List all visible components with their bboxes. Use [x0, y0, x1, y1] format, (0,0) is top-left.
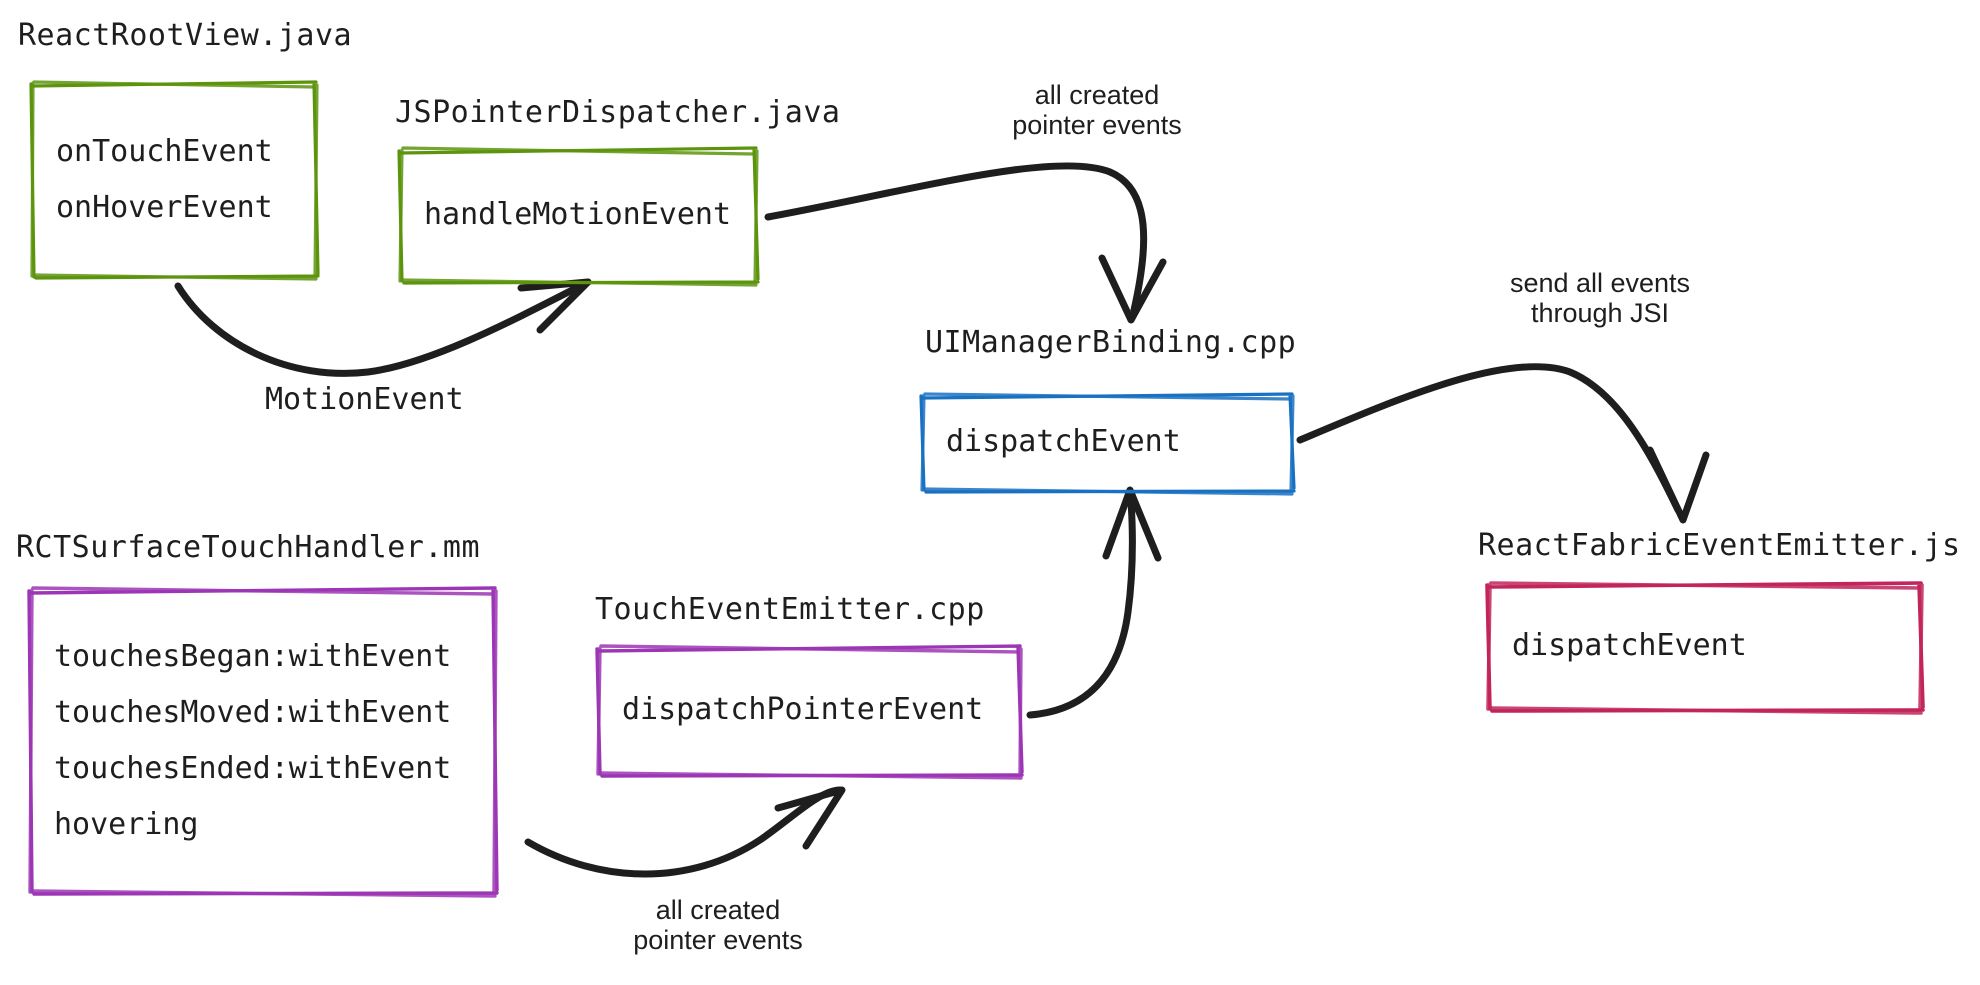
arrow-emitter-to-binding — [1026, 486, 1162, 719]
file-label-react-fabric-event-emitter: ReactFabricEventEmitter.js — [1478, 528, 1961, 563]
node-line: dispatchEvent — [946, 424, 1181, 459]
node-line: handleMotionEvent — [424, 196, 732, 232]
node-line: dispatchEvent — [1512, 628, 1747, 663]
file-label-rct-surface-touch-handler: RCTSurfaceTouchHandler.mm — [16, 530, 481, 565]
file-label-js-pointer-dispatcher: JSPointerDispatcher.java — [395, 95, 841, 130]
edge-label-android-pointer-events: all created pointer events — [1012, 80, 1182, 141]
node-touch-event-emitter[interactable]: dispatchPointerEvent — [595, 644, 1024, 780]
node-js-pointer-dispatcher-body: handleMotionEvent — [398, 147, 760, 282]
node-react-root-view-body: onTouchEvent onHoverEvent — [30, 82, 320, 277]
node-line: touchesMoved:withEvent — [54, 694, 452, 730]
file-label-touch-event-emitter: TouchEventEmitter.cpp — [595, 592, 985, 627]
node-line: dispatchPointerEvent — [622, 692, 984, 727]
edge-label-motion-event: MotionEvent — [265, 382, 464, 417]
node-rct-surface-touch-handler[interactable]: touchesBegan:withEvent touchesMoved:with… — [27, 586, 499, 898]
node-rct-surface-touch-handler-body: touchesBegan:withEvent touchesMoved:with… — [28, 588, 498, 893]
arrow-android-pointer-events — [764, 162, 1167, 324]
arrow-jsi-events — [1296, 363, 1710, 524]
node-react-root-view[interactable]: onTouchEvent onHoverEvent — [29, 80, 320, 281]
arrow-ios-pointer-events — [524, 786, 846, 878]
node-react-fabric-event-emitter[interactable]: dispatchEvent — [1485, 581, 1925, 715]
node-line: onHoverEvent — [56, 189, 273, 225]
file-label-react-root-view: ReactRootView.java — [18, 18, 353, 53]
edge-label-jsi-events: send all events through JSI — [1509, 268, 1691, 329]
node-touch-event-emitter-body: dispatchPointerEvent — [596, 645, 1024, 775]
node-react-fabric-event-emitter-body: dispatchEvent — [1486, 582, 1924, 710]
file-label-ui-manager-binding: UIManagerBinding.cpp — [925, 325, 1297, 360]
edge-label-ios-pointer-events: all created pointer events — [633, 895, 803, 956]
node-ui-manager-binding[interactable]: dispatchEvent — [919, 392, 1296, 496]
node-line: onTouchEvent — [56, 133, 273, 169]
node-ui-manager-binding-body: dispatchEvent — [920, 393, 1295, 491]
node-line: touchesBegan:withEvent — [54, 638, 452, 674]
arrow-motion-event — [174, 278, 592, 377]
node-line: touchesEnded:withEvent — [54, 750, 452, 786]
node-js-pointer-dispatcher[interactable]: handleMotionEvent — [397, 146, 760, 287]
node-line: hovering — [54, 806, 199, 842]
